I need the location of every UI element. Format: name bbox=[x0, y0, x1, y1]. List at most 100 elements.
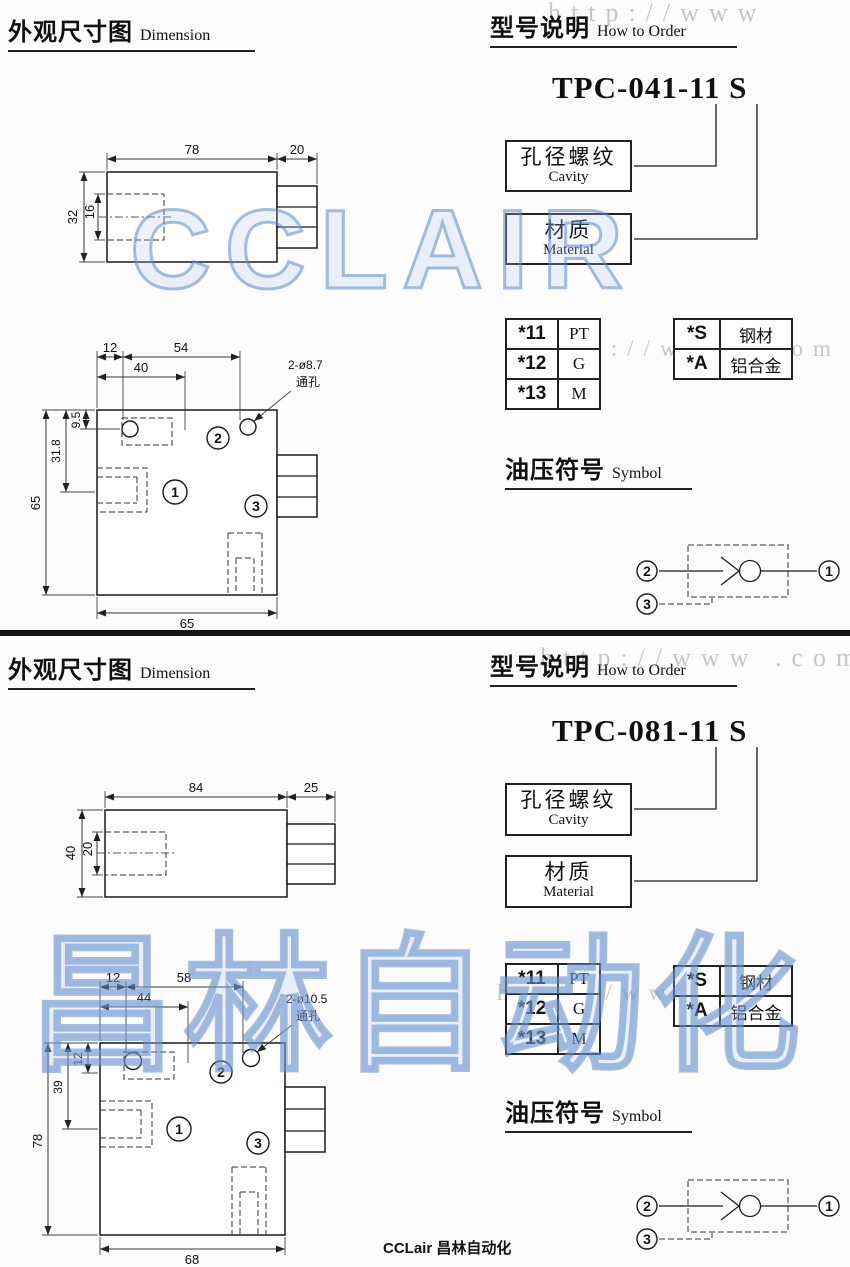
port-3-marker: 3 bbox=[246, 1131, 270, 1155]
port-1-marker: 1 bbox=[162, 479, 188, 505]
thread-value: M bbox=[557, 378, 601, 410]
side-view-drawing: 78 20 32 16 bbox=[65, 142, 318, 263]
material-code: *S bbox=[673, 965, 721, 997]
symbol-heading-zh: 油压符号 bbox=[505, 1100, 605, 1127]
model-connector-lines bbox=[634, 104, 758, 240]
material-box-zh: 材质 bbox=[544, 218, 593, 242]
thread-code: *12 bbox=[505, 348, 559, 380]
thread-code-table: *11 PT *12 G *13 M bbox=[505, 963, 601, 1055]
hydraulic-symbol-drawing: 2 1 3 bbox=[636, 1179, 840, 1250]
material-value: 钢材 bbox=[719, 965, 793, 997]
dim-label-left3: 65 bbox=[28, 496, 43, 510]
symbol-heading-zh: 油压符号 bbox=[505, 457, 605, 484]
symbol-heading: 油压符号 Symbol bbox=[505, 1093, 692, 1133]
thread-value: PT bbox=[557, 318, 601, 350]
footer-brand-text: CCLair 昌林自动化 bbox=[383, 1240, 512, 1257]
dim-label-top2: 58 bbox=[177, 970, 191, 985]
dim-label-bore: 16 bbox=[82, 205, 97, 219]
table-row: *12 G bbox=[505, 993, 601, 1025]
datasheet-section-top: 外观尺寸图 Dimension 型号说明 How to Order TPC-041-… bbox=[8, 0, 840, 631]
symbol-port-2-label: 2 bbox=[643, 1198, 651, 1214]
port-1-label: 1 bbox=[175, 1121, 183, 1137]
material-box: 材质 Material bbox=[505, 855, 632, 908]
symbol-port-1-marker: 1 bbox=[818, 1195, 840, 1217]
dimension-heading-en: Dimension bbox=[140, 665, 211, 682]
hydraulic-symbol-drawing: 2 1 3 bbox=[636, 544, 840, 615]
dim-label-length: 84 bbox=[189, 780, 203, 795]
order-heading-zh: 型号说明 bbox=[490, 654, 590, 681]
section-divider bbox=[0, 630, 850, 636]
cavity-box-en: Cavity bbox=[548, 812, 589, 829]
hole-note-label: 2-ø8.7 bbox=[288, 358, 323, 372]
cavity-box-zh: 孔径螺纹 bbox=[520, 789, 617, 813]
port-3-label: 3 bbox=[252, 498, 260, 514]
thread-code: *11 bbox=[505, 318, 559, 350]
symbol-port-3-marker: 3 bbox=[636, 1228, 658, 1250]
order-heading-en: How to Order bbox=[597, 23, 686, 40]
symbol-port-2-marker: 2 bbox=[636, 1195, 658, 1217]
hole-note-label: 2-ø10.5 bbox=[286, 992, 328, 1006]
order-heading: 型号说明 How to Order bbox=[490, 647, 737, 687]
thread-code: *12 bbox=[505, 993, 559, 1025]
dimension-heading-en: Dimension bbox=[140, 27, 211, 44]
dim-label-left2: 39 bbox=[51, 1080, 65, 1094]
thread-value: G bbox=[557, 348, 601, 380]
material-value: 铝合金 bbox=[719, 995, 793, 1027]
material-code-table: *S 钢材 *A 铝合金 bbox=[673, 318, 793, 380]
dim-label-top1: 12 bbox=[103, 340, 117, 355]
dimension-heading-zh: 外观尺寸图 bbox=[8, 19, 133, 46]
material-box: 材质 Material bbox=[505, 213, 632, 265]
symbol-heading-en: Symbol bbox=[612, 465, 662, 482]
symbol-port-3-label: 3 bbox=[643, 1231, 651, 1247]
cavity-box: 孔径螺纹 Cavity bbox=[505, 140, 632, 192]
material-value: 钢材 bbox=[719, 318, 793, 350]
port-1-label: 1 bbox=[171, 484, 179, 500]
dim-label-height: 32 bbox=[65, 210, 80, 224]
model-number: TPC-041-11 S bbox=[552, 70, 748, 105]
dim-label-length: 78 bbox=[185, 142, 199, 157]
order-heading-zh: 型号说明 bbox=[490, 15, 590, 42]
dim-label-left2: 31.8 bbox=[49, 439, 63, 463]
table-row: *12 G bbox=[505, 348, 601, 380]
thread-value: PT bbox=[557, 963, 601, 995]
symbol-port-1-label: 1 bbox=[825, 563, 833, 579]
symbol-heading: 油压符号 Symbol bbox=[505, 450, 692, 490]
table-row: *11 PT bbox=[505, 963, 601, 995]
thread-code: *11 bbox=[505, 963, 559, 995]
table-row: *A 铝合金 bbox=[673, 995, 793, 1027]
port-3-marker: 3 bbox=[244, 494, 268, 518]
cavity-box: 孔径螺纹 Cavity bbox=[505, 783, 632, 836]
table-row: *11 PT bbox=[505, 318, 601, 350]
dimension-heading: 外观尺寸图 Dimension bbox=[8, 650, 255, 690]
material-code: *S bbox=[673, 318, 721, 350]
dim-label-height: 40 bbox=[63, 846, 78, 860]
material-code: *A bbox=[673, 348, 721, 380]
thread-code-table: *11 PT *12 G *13 M bbox=[505, 318, 601, 410]
dim-label-hex-length: 25 bbox=[304, 780, 318, 795]
port-3-label: 3 bbox=[254, 1135, 262, 1151]
top-view-drawing: 2 1 3 12 58 44 12 bbox=[30, 970, 328, 1267]
order-heading: 型号说明 How to Order bbox=[490, 8, 737, 48]
thread-value: M bbox=[557, 1023, 601, 1055]
dim-label-hex-length: 20 bbox=[290, 142, 304, 157]
symbol-port-3-marker: 3 bbox=[636, 593, 658, 615]
port-2-label: 2 bbox=[217, 1064, 225, 1080]
dim-label-left1: 9.5 bbox=[69, 411, 83, 428]
table-row: *13 M bbox=[505, 1023, 601, 1055]
symbol-port-2-marker: 2 bbox=[636, 560, 658, 582]
hole-note-label2: 通孔 bbox=[296, 1009, 320, 1023]
dim-label-bottom: 68 bbox=[185, 1252, 199, 1267]
side-view-drawing: 84 25 40 20 bbox=[63, 780, 336, 898]
port-2-label: 2 bbox=[214, 430, 222, 446]
symbol-heading-en: Symbol bbox=[612, 1108, 662, 1125]
dim-label-top3: 44 bbox=[137, 990, 151, 1005]
dim-label-left1: 12 bbox=[71, 1052, 85, 1066]
table-row: *S 钢材 bbox=[673, 965, 793, 997]
dimension-heading: 外观尺寸图 Dimension bbox=[8, 12, 255, 52]
port-2-marker: 2 bbox=[209, 1060, 233, 1084]
dimension-heading-zh: 外观尺寸图 bbox=[8, 657, 133, 684]
order-heading-en: How to Order bbox=[597, 662, 686, 679]
table-row: *13 M bbox=[505, 378, 601, 410]
